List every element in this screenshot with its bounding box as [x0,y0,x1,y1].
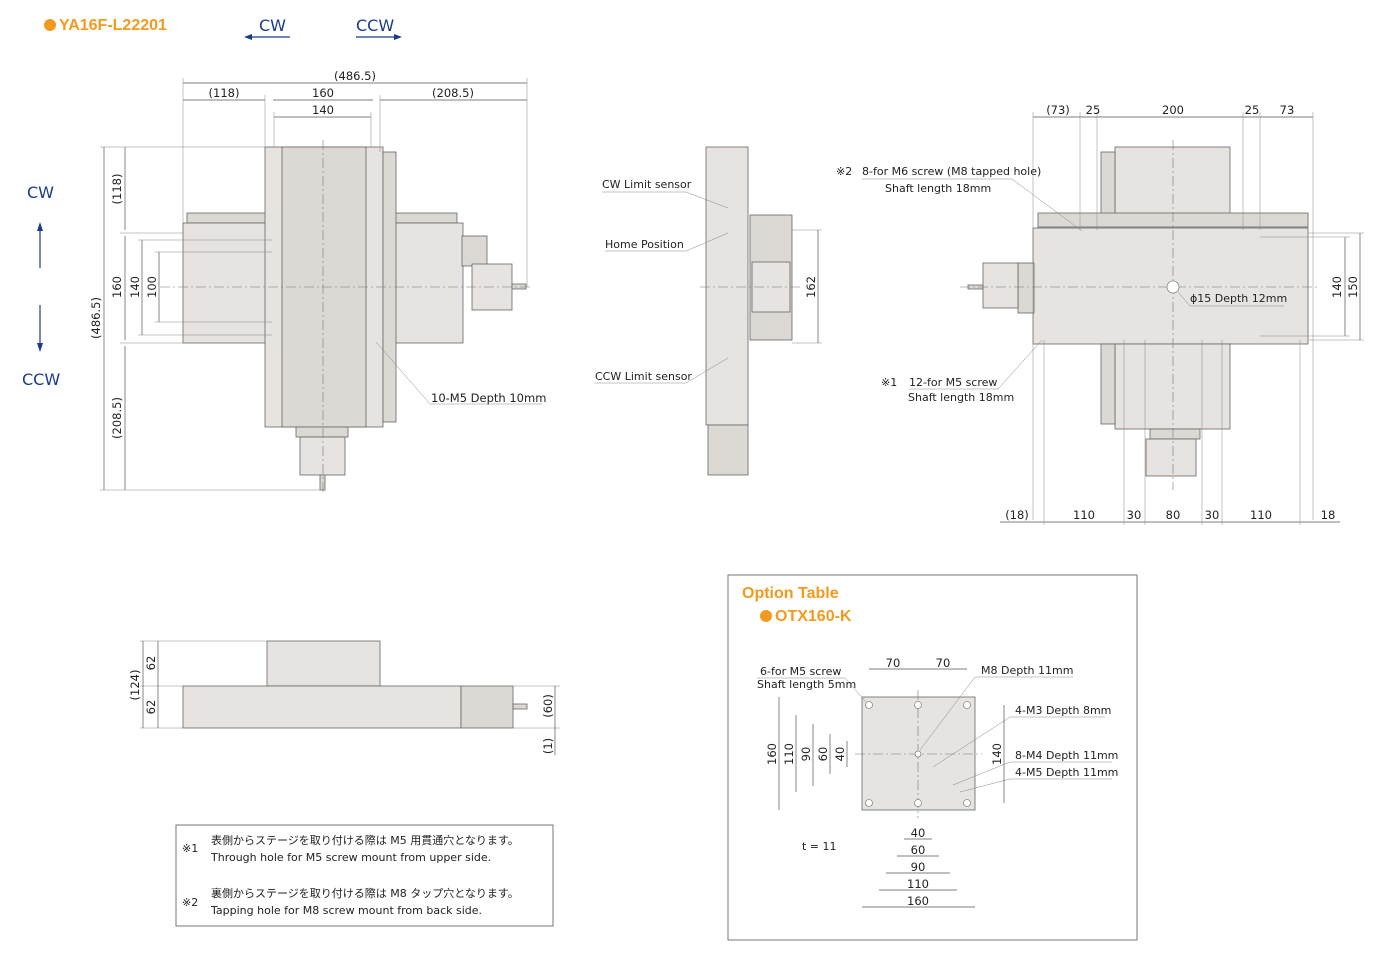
opt-m4-label: 8-M4 Depth 11mm [1015,749,1118,762]
dim-total-width: (486.5) [334,69,376,83]
note1-box-mark: ※1 [182,842,198,855]
rdim-bot-110a: 110 [1073,508,1095,522]
ccw-label: CCW [356,16,394,35]
dim-right: (208.5) [432,86,474,100]
rdim-bot-18-paren: (18) [1005,508,1029,522]
opt-bdim-90: 90 [911,860,926,874]
arrow-down-icon [37,343,43,352]
opt-dim-70b: 70 [936,656,951,670]
cw-vertical-label: CW [27,183,54,202]
opt-thickness: t = 11 [802,840,837,853]
note1-english: Through hole for M5 screw mount from upp… [210,851,491,864]
side-view: 162 CW Limit sensor Home Position CCW Li… [595,146,822,476]
vdim-bottom: (208.5) [110,397,124,439]
model-title: YA16F-L22201 [59,17,167,34]
option-model: OTX160-K [775,608,852,625]
opt-m8-label: M8 Depth 11mm [981,664,1073,677]
rdim-top-200: 200 [1162,103,1184,117]
opt-ldim-90: 90 [799,747,813,762]
dim-center: 160 [312,86,334,100]
fdim-62a: 62 [144,656,158,671]
fdim-124: (124) [128,670,142,701]
vdim-140: 140 [128,276,142,298]
bullet-icon [44,19,56,31]
opt-bdim-160: 160 [907,894,929,908]
rdim-140: 140 [1330,276,1344,298]
note1-japanese: 表側からステージを取り付ける際は M5 用貫通穴となります。 [211,833,519,847]
note2-japanese: 裏側からステージを取り付ける際は M8 タップ穴となります。 [211,886,519,900]
arrow-left-icon [244,34,252,40]
dim-left: (118) [209,86,240,100]
fdim-60: (60) [541,694,555,718]
fdim-1: (1) [541,738,555,754]
opt-ldim-160: 160 [765,743,779,765]
note1-mark: ※1 [881,376,897,389]
note2-mark: ※2 [836,165,852,178]
bullet-icon [760,610,772,622]
rdim-top-25b: 25 [1245,103,1260,117]
rdim-bot-18: 18 [1321,508,1336,522]
option-table-title: Option Table [742,585,839,602]
rdim-top-73-paren: (73) [1046,103,1070,117]
vdim-total: (486.5) [89,297,103,339]
cw-label: CW [259,16,286,35]
rdim-bot-30a: 30 [1127,508,1142,522]
callout-m5-depth: 10-M5 Depth 10mm [431,391,546,405]
ccw-limit-sensor-label: CCW Limit sensor [595,370,692,383]
side-dim-162: 162 [804,276,818,298]
rdim-top-25a: 25 [1086,103,1101,117]
rdim-bot-110b: 110 [1250,508,1272,522]
vdim-top: (118) [110,174,124,205]
home-position-label: Home Position [605,238,684,251]
note1-line1: 12-for M5 screw [909,376,997,389]
opt-screw-line1: 6-for M5 screw [760,665,841,678]
opt-bdim-110: 110 [907,877,929,891]
fdim-62b: 62 [144,700,158,715]
opt-bdim-40: 40 [911,826,926,840]
rdim-bot-30b: 30 [1205,508,1220,522]
front-view: (124) 62 62 (60) (1) [128,640,560,755]
vdim-160: 160 [110,276,124,298]
top-view: (486.5) (118) 160 (208.5) 140 (118) 160 … [89,69,546,495]
vdim-100: 100 [145,276,159,298]
dim-inner: 140 [312,103,334,117]
arrow-right-icon [394,34,402,40]
rdim-bot-80: 80 [1166,508,1181,522]
note2-box-mark: ※2 [182,896,198,909]
rdim-150: 150 [1346,276,1360,298]
rdim-top-73: 73 [1280,103,1295,117]
note2-english: Tapping hole for M8 screw mount from bac… [210,904,482,917]
notes-box: ※1 表側からステージを取り付ける際は M5 用貫通穴となります。 Throug… [175,824,554,927]
center-hole-label: ϕ15 Depth 12mm [1190,292,1287,305]
arrow-up-icon [37,222,43,231]
opt-dim-70a: 70 [886,656,901,670]
opt-ldim-110: 110 [782,743,796,765]
opt-screw-line2: Shaft length 5mm [757,678,856,691]
right-view: (73) 25 200 25 73 ※2 8-for M6 screw (M8 … [836,103,1364,525]
opt-ldim-60: 60 [816,747,830,762]
note2-line2: Shaft length 18mm [885,182,991,195]
opt-m5-label: 4-M5 Depth 11mm [1015,766,1118,779]
option-table-panel: Option Table OTX160-K 70 70 6-for M5 scr… [727,574,1138,941]
opt-m3-label: 4-M3 Depth 8mm [1015,704,1111,717]
opt-ldim-40: 40 [833,747,847,762]
ccw-vertical-label: CCW [22,370,60,389]
note2-line1: 8-for M6 screw (M8 tapped hole) [862,165,1041,178]
opt-bdim-60: 60 [911,843,926,857]
note1-line2: Shaft length 18mm [908,391,1014,404]
opt-rdim-140: 140 [990,743,1004,765]
cw-limit-sensor-label: CW Limit sensor [602,178,692,191]
